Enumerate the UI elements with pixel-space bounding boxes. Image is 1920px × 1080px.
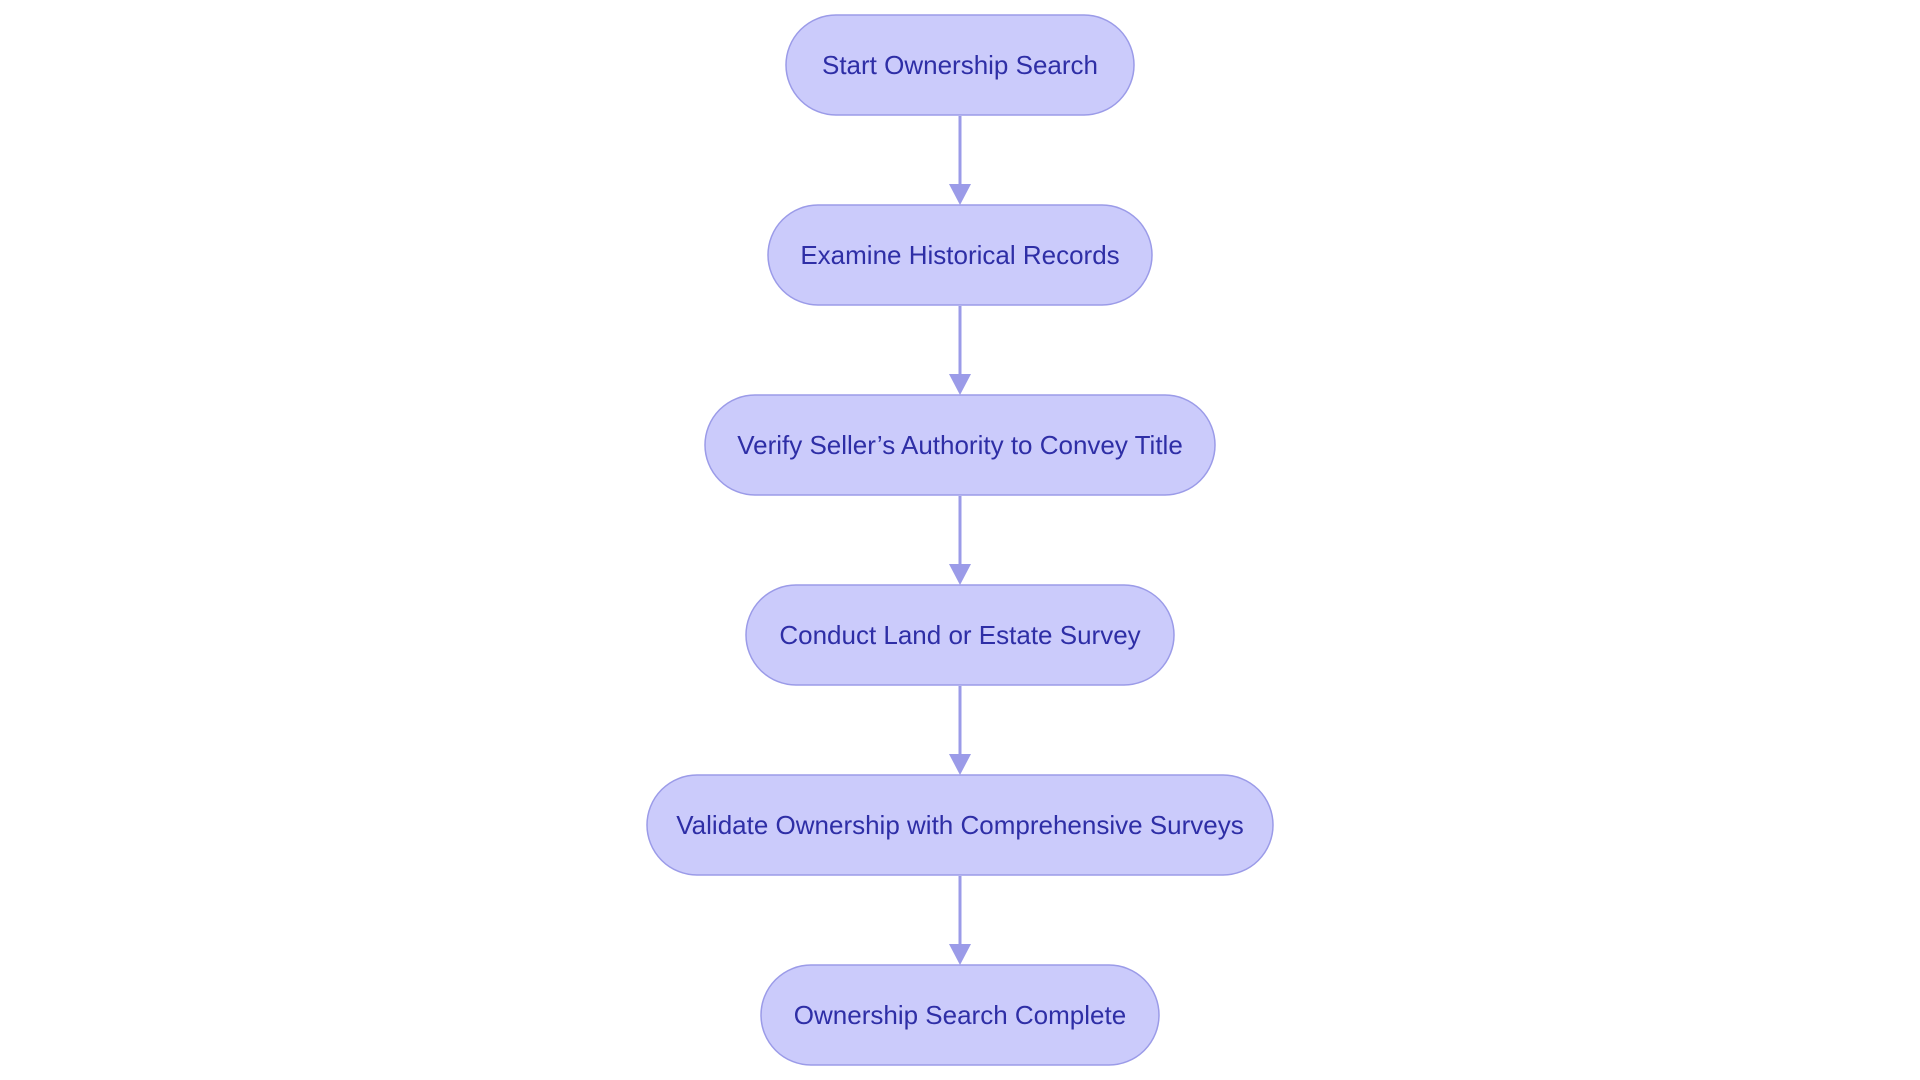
node-examine[interactable]: Examine Historical Records xyxy=(767,204,1153,306)
node-start-shape xyxy=(785,14,1135,116)
node-start-label: Start Ownership Search xyxy=(822,50,1098,80)
node-survey[interactable]: Conduct Land or Estate Survey xyxy=(745,584,1175,686)
edge-start-to-examine-arrow xyxy=(949,184,971,205)
node-examine-label: Examine Historical Records xyxy=(800,240,1119,270)
edge-verify-to-survey-arrow xyxy=(949,564,971,585)
node-complete-shape xyxy=(760,964,1160,1066)
node-complete-label: Ownership Search Complete xyxy=(794,1000,1126,1030)
nodes-layer: Start Ownership Search Examine Historica… xyxy=(646,14,1274,1066)
node-survey-label: Conduct Land or Estate Survey xyxy=(779,620,1140,650)
node-verify-shape xyxy=(704,394,1216,496)
edges-layer xyxy=(949,116,971,965)
node-validate-shape xyxy=(646,774,1274,876)
edge-survey-to-validate-arrow xyxy=(949,754,971,775)
edge-validate-to-complete-arrow xyxy=(949,944,971,965)
node-validate[interactable]: Validate Ownership with Comprehensive Su… xyxy=(646,774,1274,876)
node-verify-label: Verify Seller’s Authority to Convey Titl… xyxy=(737,430,1183,460)
node-survey-shape xyxy=(745,584,1175,686)
node-complete[interactable]: Ownership Search Complete xyxy=(760,964,1160,1066)
node-verify[interactable]: Verify Seller’s Authority to Convey Titl… xyxy=(704,394,1216,496)
edge-examine-to-verify-arrow xyxy=(949,374,971,395)
node-validate-label: Validate Ownership with Comprehensive Su… xyxy=(676,810,1243,840)
node-examine-shape xyxy=(767,204,1153,306)
node-start[interactable]: Start Ownership Search xyxy=(785,14,1135,116)
